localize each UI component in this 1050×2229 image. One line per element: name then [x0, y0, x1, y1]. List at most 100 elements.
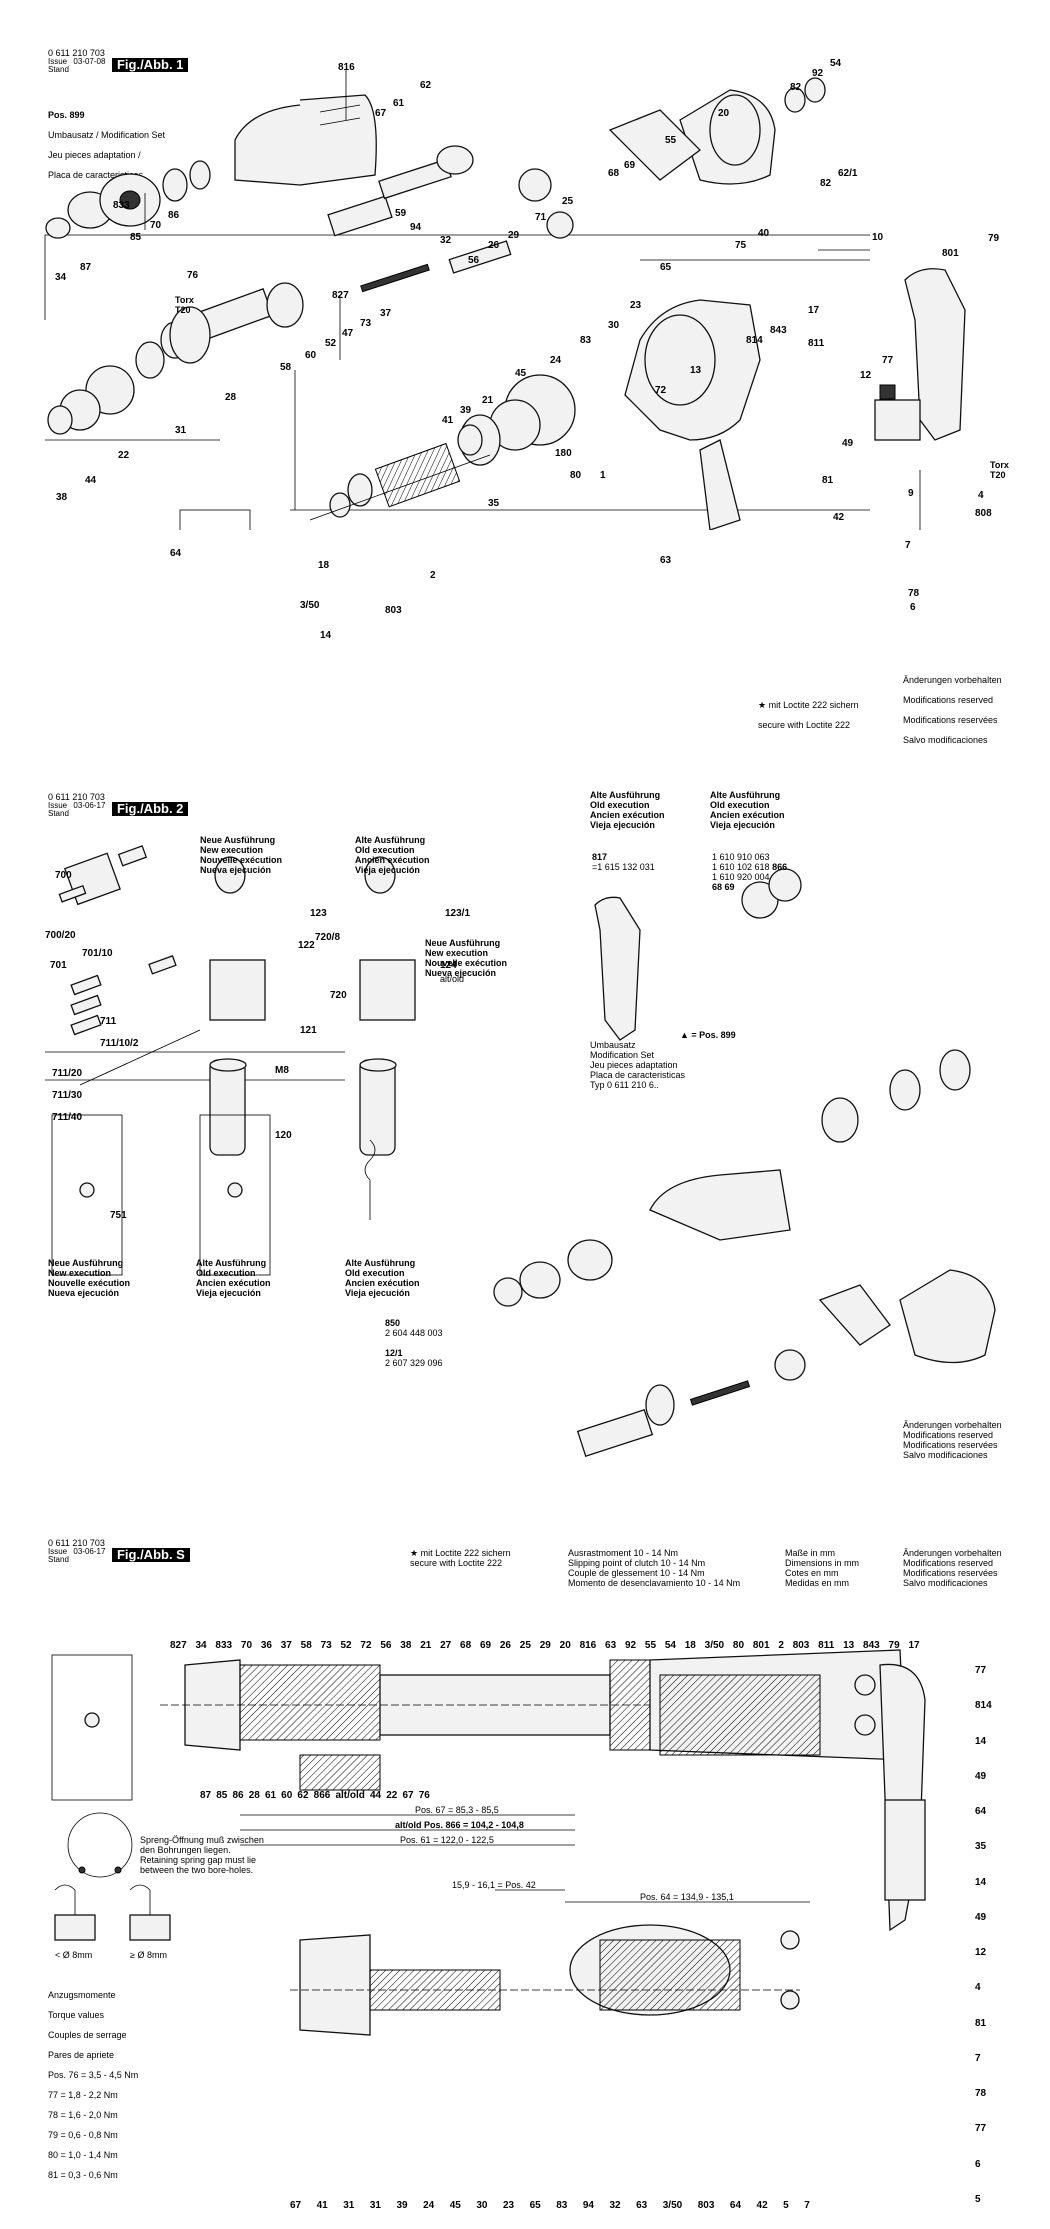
- part-label: 58: [280, 362, 292, 373]
- umbau-line: Placa de caracteristicas: [590, 1070, 686, 1080]
- part-label: 31: [369, 2200, 381, 2211]
- part-label: 60: [281, 1790, 293, 1801]
- fig1-wiring-schematic: [179, 509, 251, 530]
- aux-handle-new: [209, 856, 266, 1156]
- part-label: 17: [808, 305, 820, 316]
- part-label: 72: [360, 1640, 372, 1651]
- cable-850: [364, 1139, 376, 1220]
- clutch-assembly: [47, 282, 304, 435]
- torque-value-line: Anzugsmomente: [48, 1990, 116, 2000]
- section-drawing: [160, 1649, 926, 1932]
- dim-pos42: 15,9 - 16,1 = Pos. 42: [452, 1880, 536, 1890]
- part-label: 13: [843, 1640, 855, 1651]
- part-label: 42: [756, 2200, 768, 2211]
- part-label: 64: [975, 1806, 987, 1818]
- schematic-old: [199, 1114, 271, 1276]
- torx-text: Torx: [990, 460, 1009, 470]
- part-label: 63: [605, 1640, 617, 1651]
- part-label: 24: [423, 2200, 435, 2211]
- part-850-number: 850: [385, 1318, 401, 1328]
- torque-line: Slipping point of clutch 10 - 14 Nm: [568, 1558, 706, 1568]
- torque-value-line: 78 = 1,6 - 2,0 Nm: [48, 2110, 118, 2120]
- part-label: 833: [215, 1640, 233, 1651]
- part-label: 26: [488, 240, 500, 251]
- neue-line: Neue Ausführung: [200, 835, 276, 845]
- changes-line: Modifications reservées: [903, 1568, 998, 1578]
- part-label: 62/1: [838, 168, 858, 179]
- units-line: Medidas en mm: [785, 1578, 850, 1588]
- dim-pos61: Pos. 61 = 122,0 - 122,5: [400, 1835, 494, 1845]
- part-label: 76: [418, 1790, 430, 1801]
- torque-value-line: 77 = 1,8 - 2,2 Nm: [48, 2090, 118, 2100]
- part-label: 843: [770, 325, 787, 336]
- umbau-line: Typ 0 611 210 6..: [590, 1080, 659, 1090]
- part-label: 82: [820, 178, 832, 189]
- cable-entry-details: [54, 1884, 171, 1941]
- fig1-pos899-line: Jeu pieces adaptation /: [48, 150, 141, 160]
- part-label: 69: [624, 160, 636, 171]
- part-label: 7: [905, 540, 911, 551]
- part-label: 58: [300, 1640, 312, 1651]
- part-label: 1: [600, 470, 606, 481]
- spring-line: Spreng-Öffnung muß zwischen: [140, 1835, 264, 1845]
- part-label: 76: [187, 270, 199, 281]
- fig1-pos899-head: Pos. 899: [48, 110, 85, 120]
- part-label: 833: [113, 200, 130, 211]
- part-label: 41: [442, 415, 454, 426]
- torque-line: Couple de glessement 10 - 14 Nm: [568, 1568, 705, 1578]
- fig1-issue-number: 0 611 210 703: [48, 48, 105, 58]
- wire-large: ≥ Ø 8mm: [130, 1950, 167, 1960]
- changes-line: Modifications reserved: [903, 695, 994, 705]
- fig2-pos899: ▲ = Pos. 899: [680, 1030, 736, 1040]
- part-label: 39: [396, 2200, 408, 2211]
- part-label: 701: [50, 960, 67, 971]
- part-label: 28: [225, 392, 237, 403]
- dimension-lines: [240, 1814, 810, 1903]
- part-label: 29: [508, 230, 520, 241]
- torque-value-line: Couples de serrage: [48, 2030, 127, 2040]
- part-label: 78: [908, 588, 920, 599]
- part-label: 9: [908, 488, 914, 499]
- part-label: 54: [830, 58, 842, 69]
- part-label: 55: [644, 1640, 657, 1651]
- figure-1-sheet: 0 611 210 703 Issue Stand 03-07-08 Fig./…: [0, 0, 1050, 745]
- alte-line: Alte Ausführung: [196, 1258, 267, 1268]
- part-label: 3/50: [662, 2200, 683, 2211]
- part-label: 70: [240, 1640, 253, 1651]
- handle-old-817: [594, 896, 641, 1041]
- part-label: 32: [609, 2200, 621, 2211]
- part-label: 65: [660, 262, 672, 273]
- fig1-torx-label: Torx T20: [175, 295, 194, 315]
- part-label: 37: [380, 308, 392, 319]
- part-label: 123: [310, 908, 327, 919]
- part-label: 64: [170, 548, 182, 559]
- part-label: 5: [975, 2193, 981, 2205]
- part-label: 54: [664, 1640, 676, 1651]
- part-label: 63: [660, 555, 672, 566]
- part-label: 78: [975, 2088, 987, 2100]
- part-label: 808: [975, 508, 992, 519]
- part-label: 70: [150, 220, 162, 231]
- fig1-loctite-text: ★ mit Loctite 222 sichern secure with Lo…: [758, 690, 859, 730]
- changes-line: Salvo modificaciones: [903, 1578, 988, 1588]
- part-label: 711/30: [52, 1090, 83, 1101]
- fig2-issue-stand: Issue Stand: [48, 802, 69, 818]
- alte-line: Ancien exécution: [590, 810, 665, 820]
- part-label: 711/10/2: [100, 1038, 139, 1049]
- torque-value-line: 79 = 0,6 - 0,8 Nm: [48, 2130, 118, 2140]
- alte-line: Vieja ejecución: [345, 1288, 410, 1298]
- fig1-torx-label-2: Torx T20: [990, 460, 1009, 480]
- old-866-number: 866: [772, 862, 788, 872]
- part-label: 20: [559, 1640, 571, 1651]
- part-label: 42: [833, 512, 845, 523]
- dim-pos64: Pos. 64 = 134,9 - 135,1: [640, 1892, 734, 1902]
- fig2-clutch: [576, 1349, 806, 1457]
- old-817-number: 817: [592, 852, 608, 862]
- neue-line: Neue Ausführung: [48, 1258, 124, 1268]
- old-866-number: 68: [712, 882, 723, 892]
- part-label: 61: [393, 98, 405, 109]
- old-866-number: 69: [724, 882, 735, 892]
- alte-line: Old execution: [355, 845, 415, 855]
